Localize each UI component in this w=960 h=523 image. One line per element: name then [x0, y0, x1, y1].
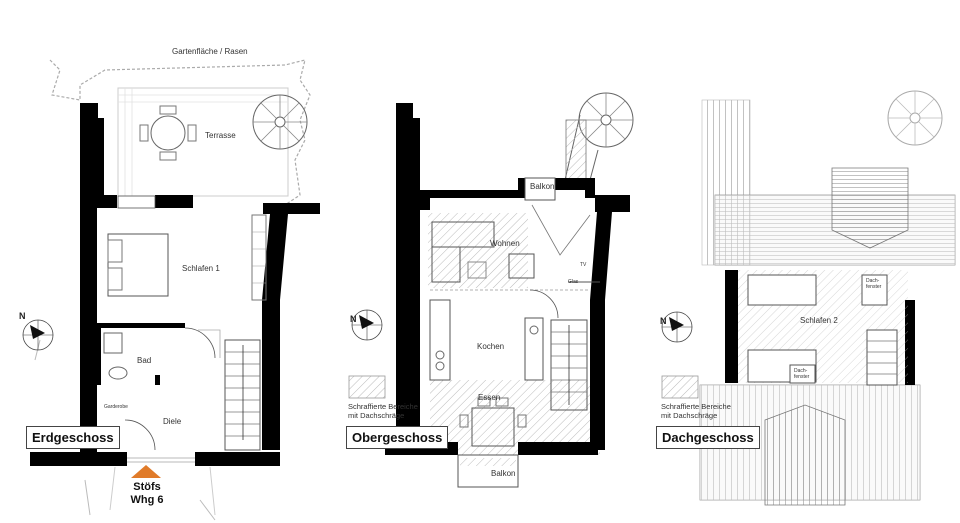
label-diele: Diele: [163, 417, 182, 426]
compass-north-label: N: [350, 314, 357, 324]
label-tv: TV: [580, 262, 587, 268]
wall-west: [80, 103, 104, 460]
stair-og: [550, 319, 588, 411]
compass-icon: [22, 319, 54, 351]
hatch-note-dg: Schraffierte Bereiche mit Dachschräge: [661, 402, 731, 420]
compass-north-label: N: [660, 316, 667, 326]
compass-icon: [351, 309, 383, 341]
dachfenster-1-line-1: Dach-: [866, 278, 880, 284]
wall-west-dg: [725, 270, 738, 383]
balcony-top: [524, 177, 556, 201]
entrance-line-1: Stöfs: [133, 481, 161, 493]
entrance-arrow-icon: [131, 465, 161, 478]
title-obergeschoss: Obergeschoss: [346, 426, 449, 449]
coffee-table: [508, 253, 535, 279]
title-erdgeschoss: Erdgeschoss: [26, 426, 120, 449]
toilet: [108, 366, 128, 380]
plan-dachgeschoss: [661, 90, 956, 506]
hatch-note-line-2: mit Dachschräge: [348, 411, 405, 420]
stair-eg: [224, 339, 261, 451]
label-dachfenster-1: Dach- fenster: [866, 278, 881, 290]
entrance-label: Stöfs Whg 6: [124, 481, 170, 507]
bed-schlafen-1: [107, 233, 169, 297]
dining-table: [471, 407, 515, 447]
label-terrace: Terrasse: [205, 131, 236, 140]
balcony-bottom: [457, 454, 519, 488]
wall-west-og: [385, 103, 420, 455]
kitchen-island: [524, 317, 544, 381]
label-bad: Bad: [137, 356, 152, 365]
label-schlafen-2: Schlafen 2: [800, 316, 838, 325]
entrance-line-2: Whg 6: [130, 494, 164, 506]
hatch-note-og: Schraffierte Bereiche mit Dachschräge: [348, 402, 418, 420]
plan-obergeschoss: [348, 92, 634, 488]
dormer-north: [831, 167, 909, 249]
bed-schlafen-2-a: [747, 274, 817, 306]
terrace-table: [150, 115, 186, 151]
plan-erdgeschoss: [22, 59, 320, 521]
label-kochen: Kochen: [477, 342, 505, 351]
compass-north-label: N: [19, 311, 26, 321]
hatch-note-line-1: Schraffierte Bereiche: [661, 402, 731, 411]
dormer-south: [764, 404, 846, 506]
dachfenster-2-line-2: fenster: [794, 374, 810, 380]
dachfenster-2-line-1: Dach-: [794, 368, 808, 374]
kitchen-counter: [429, 299, 451, 381]
title-dachgeschoss: Dachgeschoss: [656, 426, 760, 449]
label-balkon-top: Balkon: [530, 182, 555, 191]
stair-dg: [866, 329, 898, 386]
label-balkon-bottom: Balkon: [491, 469, 516, 478]
hatch-legend-swatch: [348, 375, 386, 399]
terrace-area: [117, 87, 289, 197]
compass-icon: [661, 311, 693, 343]
label-wohnen: Wohnen: [490, 239, 520, 248]
hatch-note-line-1: Schraffierte Bereiche: [348, 402, 418, 411]
label-schlafen-1: Schlafen 1: [182, 264, 220, 273]
label-glas: Glas: [568, 279, 579, 285]
hatch-note-line-2: mit Dachschräge: [661, 411, 718, 420]
dachfenster-1-line-2: fenster: [866, 284, 882, 290]
label-garderobe: Garderobe: [104, 404, 128, 410]
label-essen: Essen: [478, 393, 501, 402]
wall-east: [262, 203, 320, 450]
hatch-legend-swatch: [661, 375, 699, 399]
label-garden: Gartenfläche / Rasen: [172, 47, 248, 56]
sofa: [431, 221, 495, 248]
label-dachfenster-2: Dach- fenster: [794, 368, 809, 380]
